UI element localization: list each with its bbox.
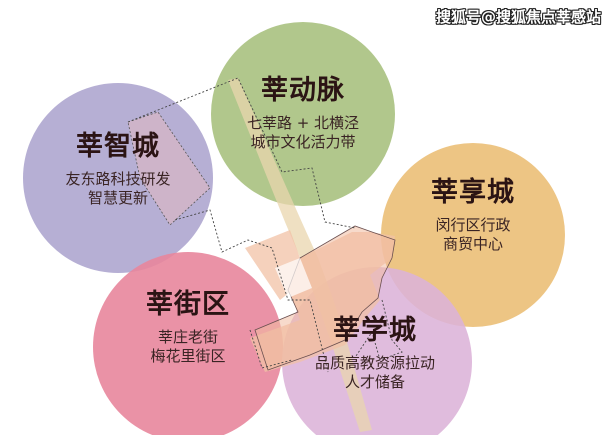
node-jie-title: 莘街区 xyxy=(146,289,230,320)
node-xiang-desc: 闵行区行政 商贸中心 xyxy=(431,216,515,254)
node-zhi-line-2: 智慧更新 xyxy=(87,189,149,207)
node-xue-desc: 品质高教资源拉动 人才储备 xyxy=(315,354,435,392)
node-zhi-title: 莘智城 xyxy=(75,131,160,162)
node-dong-title: 莘动脉 xyxy=(260,75,345,106)
node-dong: 莘动脉 七莘路 + 北横泾 城市文化活力带 xyxy=(247,74,359,152)
node-dong-line-1: 七莘路 + 北横泾 xyxy=(246,114,360,132)
node-zhi: 莘智城 友东路科技研发 智慧更新 xyxy=(65,130,170,208)
node-xiang: 莘享城 闵行区行政 商贸中心 xyxy=(431,176,515,254)
node-xue-line-1: 品质高教资源拉动 xyxy=(314,354,436,372)
node-jie: 莘街区 莘庄老街 梅花里街区 xyxy=(146,288,230,366)
node-xiang-line-1: 闵行区行政 xyxy=(435,216,511,234)
node-dong-line-2: 城市文化活力带 xyxy=(250,133,356,151)
central-map-shape xyxy=(127,77,403,432)
node-xiang-line-2: 商贸中心 xyxy=(442,235,503,253)
node-dong-desc: 七莘路 + 北横泾 城市文化活力带 xyxy=(247,114,359,152)
node-jie-desc: 莘庄老街 梅花里街区 xyxy=(146,328,230,366)
node-xue-title: 莘学城 xyxy=(332,315,417,346)
circle-dong xyxy=(211,22,395,206)
watermark: 搜狐号@搜狐焦点莘感站 xyxy=(435,8,601,26)
node-zhi-line-1: 友东路科技研发 xyxy=(65,170,171,188)
node-xue: 莘学城 品质高教资源拉动 人才储备 xyxy=(315,314,435,392)
node-xue-line-2: 人才储备 xyxy=(344,373,406,391)
node-jie-line-2: 梅花里街区 xyxy=(150,347,226,365)
node-zhi-desc: 友东路科技研发 智慧更新 xyxy=(65,170,170,208)
circle-xiang xyxy=(381,143,565,327)
node-jie-line-1: 莘庄老街 xyxy=(157,328,218,346)
node-xiang-title: 莘享城 xyxy=(431,177,515,208)
circle-jie xyxy=(93,252,283,435)
